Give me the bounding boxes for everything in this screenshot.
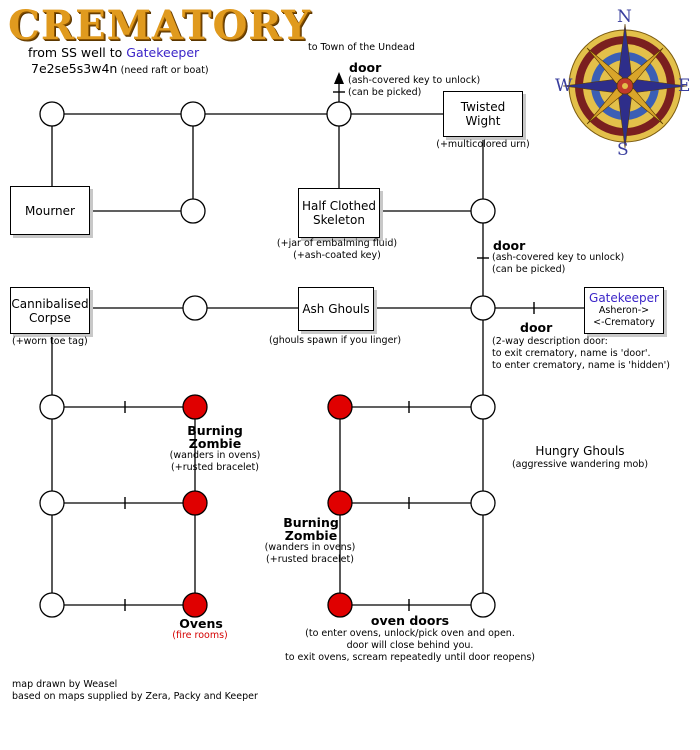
coords: 7e2se5s3w4n	[31, 61, 118, 76]
gatekeeper-door-desc-3: to enter crematory, name is 'hidden')	[492, 360, 670, 371]
route-line: from SS well to Gatekeeper	[28, 46, 199, 60]
junction-node	[470, 592, 496, 618]
compass-east: E	[678, 76, 691, 96]
skeleton-loot-fluid: (+jar of embalming fluid)	[276, 238, 398, 249]
right-zombie-note-wander: (wanders in ovens)	[264, 542, 356, 553]
junction-node	[470, 198, 496, 224]
ovens-note: (fire rooms)	[172, 630, 228, 641]
gatekeeper-dest-asheron: Asheron->	[598, 305, 650, 316]
left-zombie-name-1: Burning	[187, 423, 243, 438]
room-cannibalised-corpse[interactable]: Cannibalised Corpse	[10, 287, 90, 334]
top-door-note-pick: (can be picked)	[348, 87, 422, 98]
oven-doors-label: oven doors	[370, 613, 450, 628]
junction-node	[180, 101, 206, 127]
oven-doors-note-1: (to enter ovens, unlock/pick oven and op…	[305, 628, 515, 639]
door-markers	[124, 91, 535, 611]
compass-rose-icon	[562, 23, 688, 149]
map-title: CREMATORY	[8, 2, 311, 49]
oven-node	[327, 490, 353, 516]
junction-node	[39, 490, 65, 516]
left-zombie-loot: (+rusted bracelet)	[171, 462, 259, 473]
right-door-note-key: (ash-covered key to unlock)	[492, 252, 625, 263]
gatekeeper-door-desc-1: (2-way description door:	[492, 336, 608, 347]
corpse-loot: (+worn toe tag)	[12, 336, 88, 347]
right-zombie-name-1: Burning	[283, 515, 339, 530]
junction-node	[39, 101, 65, 127]
oven-node	[327, 394, 353, 420]
room-ash-ghouls[interactable]: Ash Ghouls	[298, 287, 374, 331]
oven-node	[182, 394, 208, 420]
compass-west: W	[555, 76, 573, 96]
compass-north: N	[617, 7, 632, 27]
oven-node	[327, 592, 353, 618]
gatekeeper-door-desc-2: to exit crematory, name is 'door'.	[492, 348, 651, 359]
oven-doors-note-3: to exit ovens, scream repeatedly until d…	[284, 652, 535, 663]
room-mourner[interactable]: Mourner	[10, 186, 90, 235]
gatekeeper-title: Gatekeeper	[589, 291, 659, 305]
oven-node	[182, 490, 208, 516]
junction-node	[470, 394, 496, 420]
gatekeeper-door-label: door	[520, 320, 553, 335]
coords-note: (need raft or boat)	[120, 65, 209, 76]
left-zombie-note-wander: (wanders in ovens)	[169, 450, 261, 461]
right-zombie-loot: (+rusted bracelet)	[266, 554, 354, 565]
credit-author: map drawn by Weasel	[12, 679, 118, 690]
oven-node	[182, 592, 208, 618]
right-zombie-name-2: Zombie	[284, 528, 338, 543]
top-door-note-key: (ash-covered key to unlock)	[348, 75, 481, 86]
junction-node	[326, 101, 352, 127]
junction-node	[470, 490, 496, 516]
credit-sources: based on maps supplied by Zera, Packy an…	[12, 691, 258, 702]
exit-to-town-label: to Town of the Undead	[308, 42, 415, 53]
top-door-label: door	[349, 60, 382, 75]
coords-line: 7e2se5s3w4n (need raft or boat)	[31, 61, 209, 77]
twisted-wight-loot: (+multicolored urn)	[436, 139, 530, 150]
right-door-note-pick: (can be picked)	[492, 264, 566, 275]
left-zombie-name-2: Zombie	[188, 436, 242, 451]
ash-ghouls-note: (ghouls spawn if you linger)	[268, 335, 402, 346]
skeleton-loot-key: (+ash-coated key)	[293, 250, 381, 261]
route-prefix: from SS well to	[28, 45, 123, 60]
gatekeeper-link[interactable]: Gatekeeper	[126, 45, 200, 60]
oven-doors-note-2: door will close behind you.	[346, 640, 474, 651]
junction-node	[470, 295, 496, 321]
right-door-label: door	[493, 238, 526, 253]
junction-node	[39, 592, 65, 618]
gatekeeper-portal[interactable]: Gatekeeper Asheron-> <-Crematory	[584, 287, 664, 334]
room-half-clothed-skeleton[interactable]: Half Clothed Skeleton	[298, 188, 380, 238]
gatekeeper-dest-crematory: <-Crematory	[593, 317, 655, 328]
junction-node	[182, 295, 208, 321]
compass-south: S	[617, 140, 629, 160]
junction-node	[39, 394, 65, 420]
hungry-ghouls-name: Hungry Ghouls	[535, 444, 625, 458]
junction-node	[180, 198, 206, 224]
room-twisted-wight[interactable]: Twisted Wight	[443, 91, 523, 137]
hungry-ghouls-note: (aggressive wandering mob)	[511, 459, 649, 470]
ovens-label: Ovens	[179, 616, 223, 631]
